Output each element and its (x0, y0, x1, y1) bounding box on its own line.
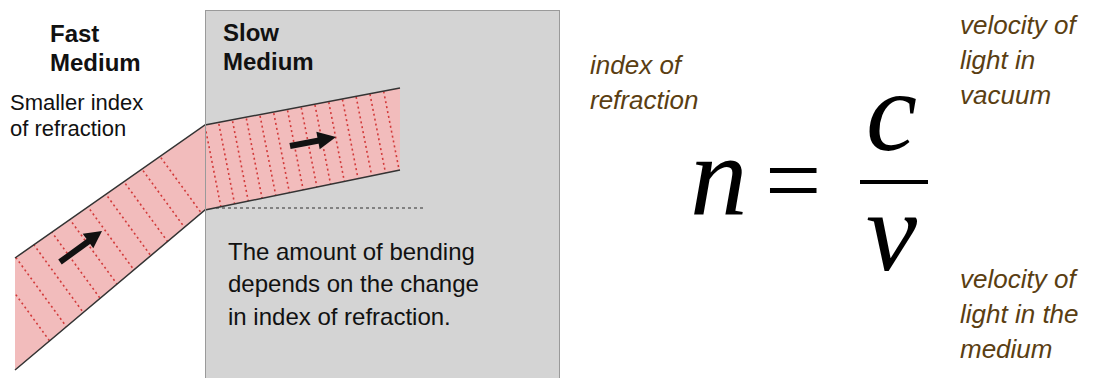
formula-annotation-holder: velocity of light in the medium (960, 262, 1110, 367)
medium-note: Smaller index of refraction (10, 90, 155, 143)
slow-medium-region: Slow MediumThe amount of bending depends… (205, 10, 560, 378)
medium-label: Fast Medium (50, 20, 150, 78)
formula-symbol: = (765, 131, 821, 231)
direction-arrow (290, 132, 336, 150)
medium-note-holder: Smaller index of refraction (10, 90, 155, 143)
formula-symbol-holder: v (866, 174, 917, 289)
wavefronts-fast (0, 101, 249, 378)
slow-medium-fill (205, 10, 560, 378)
wavefronts-slow (201, 72, 403, 225)
formula-annotation-holder: index of refraction (590, 48, 740, 118)
note-text: The amount of bending depends on the cha… (228, 236, 490, 333)
formula-symbol: c (866, 54, 917, 169)
region-heading-holder: Slow Medium (223, 19, 333, 77)
formula-annotation: index of refraction (590, 48, 740, 118)
light-beam-fast (15, 125, 205, 370)
formula-annotation: velocity of light in the medium (960, 262, 1110, 367)
formula-symbol: v (866, 174, 917, 289)
formula-annotation: velocity of light in vacuum (960, 8, 1110, 113)
formula-symbol: n (690, 119, 748, 234)
medium-label-holder: Fast Medium (50, 20, 150, 78)
direction-arrow (60, 231, 102, 262)
formula-symbol-holder: n (690, 119, 748, 234)
formula-annotation-holder: velocity of light in vacuum (960, 8, 1110, 113)
normal-line (210, 207, 425, 209)
formula-symbol-holder: c (866, 54, 917, 169)
region-heading: Slow Medium (223, 19, 333, 77)
note-text-holder: The amount of bending depends on the cha… (228, 236, 490, 333)
formula-symbol-holder: = (765, 131, 821, 231)
